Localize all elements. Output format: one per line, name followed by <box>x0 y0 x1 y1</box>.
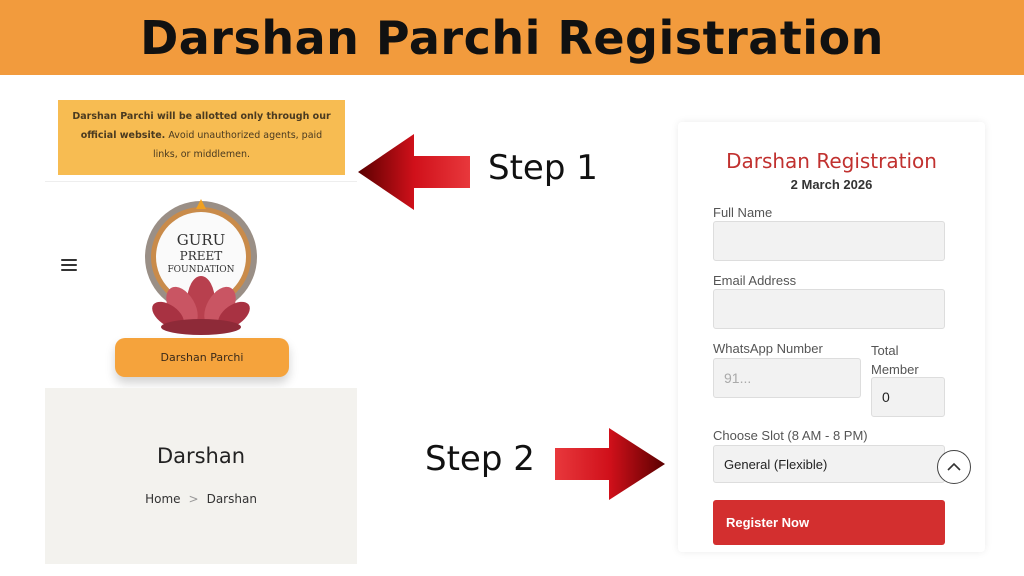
darshan-parchi-button[interactable]: Darshan Parchi <box>115 338 289 377</box>
form-date: 2 March 2026 <box>790 177 873 192</box>
divider <box>45 181 357 182</box>
svg-text:PREET: PREET <box>180 249 223 263</box>
notice-text: Avoid unauthorized agents, paid links, o… <box>152 130 323 160</box>
notice-banner: Darshan Parchi will be allotted only thr… <box>58 100 345 175</box>
register-now-button[interactable]: Register Now <box>713 500 945 545</box>
page-header-section: Darshan Home > Darshan <box>45 388 357 564</box>
hamburger-menu-icon[interactable] <box>61 259 77 274</box>
chevron-up-icon <box>947 462 961 471</box>
breadcrumb-home[interactable]: Home <box>145 492 181 506</box>
banner-title: Darshan Parchi Registration <box>140 10 884 65</box>
step-2-label: Step 2 <box>425 439 535 479</box>
left-arrow-icon <box>358 134 470 210</box>
svg-text:FOUNDATION: FOUNDATION <box>167 265 234 275</box>
total-member-label: Total Member <box>871 343 919 377</box>
step-1-label: Step 1 <box>488 148 598 188</box>
scroll-to-top-button[interactable] <box>937 450 971 484</box>
svg-text:GURU: GURU <box>177 231 226 249</box>
breadcrumb: Home > Darshan <box>45 492 357 506</box>
breadcrumb-separator: > <box>188 492 199 506</box>
whatsapp-label: WhatsApp Number <box>713 341 823 356</box>
page-title: Darshan <box>156 444 246 468</box>
right-arrow-icon <box>555 428 665 500</box>
total-member-input[interactable]: 0 <box>871 377 945 417</box>
registration-form: Darshan Registration 2 March 2026 Full N… <box>678 122 985 552</box>
email-input[interactable] <box>713 289 945 329</box>
website-screenshot-panel: Darshan Parchi will be allotted only thr… <box>45 92 357 564</box>
breadcrumb-current: Darshan <box>206 492 257 506</box>
title-banner: Darshan Parchi Registration <box>0 0 1024 75</box>
full-name-input[interactable] <box>713 221 945 261</box>
whatsapp-input[interactable]: 91... <box>713 358 861 398</box>
slot-select[interactable]: General (Flexible) <box>713 445 945 483</box>
full-name-label: Full Name <box>713 205 773 220</box>
guru-preet-foundation-logo: GURU PREET FOUNDATION <box>145 199 257 335</box>
form-title: Darshan Registration <box>726 149 937 173</box>
slot-label: Choose Slot (8 AM - 8 PM) <box>713 428 868 443</box>
email-label: Email Address <box>713 273 797 288</box>
notice-bold-text: Darshan Parchi will be allotted only thr… <box>72 111 331 141</box>
